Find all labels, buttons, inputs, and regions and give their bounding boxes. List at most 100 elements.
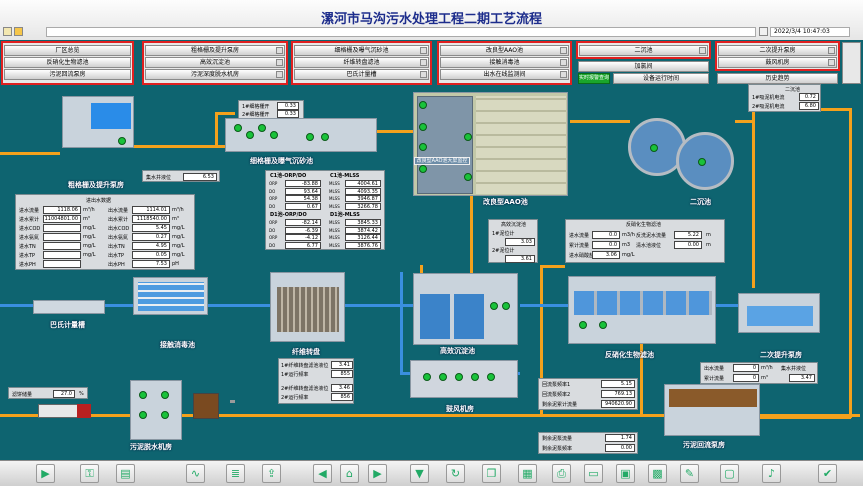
- list-icon[interactable]: ≣: [226, 464, 245, 483]
- alarm-query-button[interactable]: 实时报警查询: [578, 73, 610, 84]
- pipe: [570, 120, 630, 123]
- home-icon[interactable]: ⌂: [340, 464, 359, 483]
- label: 出水TN: [108, 244, 125, 250]
- trend-icon[interactable]: ∿: [186, 464, 205, 483]
- blower-building[interactable]: [410, 360, 518, 398]
- warning-icon[interactable]: [14, 27, 23, 36]
- doc-icon[interactable]: ▭: [584, 464, 603, 483]
- arrow-left-icon[interactable]: ◀: [313, 464, 332, 483]
- value: 27.0: [53, 390, 75, 398]
- play-icon[interactable]: ▶: [36, 464, 55, 483]
- folder-icon[interactable]: [3, 27, 12, 36]
- fine-screen-building[interactable]: [225, 118, 377, 152]
- dewater-building[interactable]: [130, 380, 182, 440]
- pump-icon[interactable]: [650, 144, 658, 152]
- label: MLSS: [329, 235, 340, 240]
- label: ORP: [269, 181, 278, 186]
- window-icon[interactable]: ▣: [616, 464, 635, 483]
- nav-lift2-button[interactable]: 二次提升泵房: [718, 45, 837, 56]
- arrow-right-icon[interactable]: ▶: [368, 464, 387, 483]
- check-icon[interactable]: ✔: [818, 464, 837, 483]
- nav-parshall-button[interactable]: 巴氏计量槽: [294, 69, 429, 80]
- fiber-disc-tank[interactable]: [270, 272, 345, 342]
- arrow-icon: [828, 47, 835, 54]
- nav-fiber-button[interactable]: 纤维转盘滤池: [294, 57, 429, 68]
- nav-dewater-button[interactable]: 污泥深度脱水机房: [145, 69, 285, 80]
- nav-history-button[interactable]: 历史趋势: [717, 73, 838, 84]
- copy-icon[interactable]: ❐: [482, 464, 501, 483]
- pump-icon[interactable]: [698, 158, 706, 166]
- label: 2#纤维转盘滤池液位: [281, 386, 329, 392]
- grid-icon[interactable]: ▦: [518, 464, 537, 483]
- nav-runtime-button[interactable]: 设备运行时间: [613, 73, 709, 84]
- header-bar: 漯河市马沟污水处理工程二期工艺流程 2022/3/4 10:47:03: [0, 0, 863, 40]
- aao-tank[interactable]: [413, 92, 568, 196]
- value: 3946.87: [345, 195, 381, 202]
- nav-label: 改良型AAO池: [486, 47, 523, 54]
- coarse-screen-building[interactable]: [62, 96, 134, 148]
- value: [43, 242, 81, 250]
- pipe: [125, 145, 225, 148]
- value: -4.12: [285, 234, 321, 241]
- hd-clar-tank[interactable]: [413, 273, 518, 345]
- fine-screen-panel: 1#细格栅开 0.33 2#细格栅开 0.33: [238, 100, 304, 119]
- nav-coarse-screen-button[interactable]: 粗格栅及提升泵房: [145, 45, 285, 56]
- nav-hd-clar-button[interactable]: 高效沉淀池: [145, 57, 285, 68]
- label: MLSS: [329, 196, 340, 201]
- nav-denitri-button[interactable]: 反硝化生物滤池: [4, 57, 131, 68]
- arrow-icon: [560, 71, 567, 78]
- arrow-icon: [276, 71, 283, 78]
- pipe: [375, 130, 413, 133]
- tool-icon[interactable]: ✎: [680, 464, 699, 483]
- pipe-water: [0, 304, 40, 307]
- aao-overlay-label[interactable]: 改良型AAO池大屏监控: [414, 157, 470, 165]
- nav-second-clar-button[interactable]: 二沉池: [579, 45, 708, 56]
- arrow-down-icon[interactable]: ▼: [410, 464, 429, 483]
- nav-blower-button[interactable]: 鼓风机房: [718, 57, 837, 68]
- value: 3.61: [505, 255, 535, 263]
- value: 0.00: [605, 444, 635, 452]
- value: 1.74: [605, 434, 635, 442]
- monitor-icon[interactable]: ▢: [720, 464, 739, 483]
- value: 6.80: [799, 102, 819, 110]
- nav-label: 加氯间: [634, 63, 653, 70]
- label: m3: [622, 242, 631, 248]
- fine-screen-label: 细格栅及曝气沉砂池: [250, 157, 313, 165]
- hd-clar-label: 高效沉淀池: [440, 347, 475, 355]
- aao-label: 改良型AAO池: [483, 198, 528, 206]
- nav-fine-screen-button[interactable]: 细格栅及曝气沉砂池: [294, 45, 429, 56]
- label: MLSS: [329, 203, 340, 209]
- value: 3126.44: [345, 234, 381, 241]
- value: 0.0: [592, 241, 620, 249]
- pipe: [752, 108, 755, 288]
- key-icon[interactable]: ⚿: [80, 464, 99, 483]
- export-icon[interactable]: ⇪: [262, 464, 281, 483]
- label: 出水氨氮: [108, 235, 129, 241]
- panel-title: 反硝化生物滤池: [626, 222, 662, 228]
- label: 剩余泥累计流量: [542, 402, 578, 408]
- nav-outlet-monitor-button[interactable]: 出水在线监测间: [440, 69, 569, 80]
- nav-sludge-return-button[interactable]: 污泥回流泵房: [4, 69, 131, 80]
- image-icon[interactable]: ▩: [648, 464, 667, 483]
- denitri-filter-tank[interactable]: [568, 276, 716, 344]
- pipe: [470, 193, 473, 273]
- nav-overview-button[interactable]: 厂区总览: [4, 45, 131, 56]
- nav-aao-button[interactable]: 改良型AAO池: [440, 45, 569, 56]
- parshall-flume[interactable]: [33, 300, 105, 314]
- hd-clar-panel: 高效沉淀池 1#泥位计 3.03 2#泥位计 3.61: [488, 219, 538, 263]
- label: DO: [269, 242, 276, 248]
- nav-scroll[interactable]: [842, 42, 861, 84]
- folder-icon[interactable]: ▤: [116, 464, 135, 483]
- value: 4.95: [132, 242, 170, 250]
- sludge-return-building[interactable]: [664, 384, 760, 436]
- nav-disinf-button[interactable]: 接触消毒池: [440, 57, 569, 68]
- nav-chlorine-button[interactable]: 加氯间: [578, 61, 709, 72]
- lift2-building[interactable]: [738, 293, 820, 333]
- nav-label: 细格栅及曝气沉砂池: [334, 47, 389, 54]
- print-icon[interactable]: ⎙: [552, 464, 571, 483]
- sound-icon[interactable]: ♪: [762, 464, 781, 483]
- label: DO: [269, 203, 276, 209]
- refresh-icon[interactable]: ↻: [446, 464, 465, 483]
- contact-tank[interactable]: [133, 277, 208, 315]
